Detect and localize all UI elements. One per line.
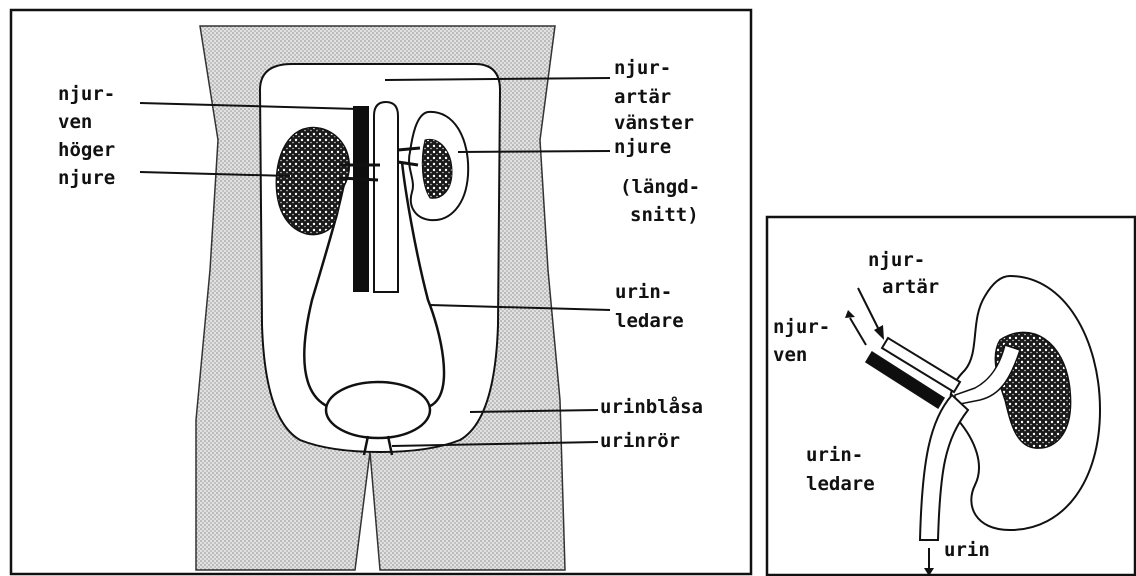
detail-label-njurartar-2: artär	[882, 276, 939, 298]
aorta	[374, 102, 398, 292]
label-langd-2: snitt)	[630, 204, 699, 226]
label-langd-1: (längd-	[620, 176, 700, 198]
label-vanster-2: njure	[614, 136, 671, 158]
label-urinror: urinrör	[600, 430, 680, 452]
leader-vanster-njure	[458, 151, 610, 152]
detail-label-njurven-1: njur-	[773, 316, 830, 338]
label-njurven-1: njur-	[58, 83, 115, 105]
vena-cava	[353, 106, 369, 292]
urinary-bladder	[326, 382, 430, 438]
label-njurven-2: ven	[58, 111, 92, 133]
detail-label-njurartar-1: njur-	[868, 249, 925, 271]
label-urinledare-1: urin-	[615, 281, 672, 303]
detail-label-njurven-2: ven	[773, 344, 807, 366]
label-urinblasa: urinblåsa	[600, 394, 703, 418]
detail-label-urinledare-1: urin-	[806, 444, 863, 466]
label-vanster-1: vänster	[614, 112, 694, 134]
label-njurartar-2: artär	[614, 86, 671, 108]
label-njurartar-1: njur-	[614, 57, 671, 79]
detail-figure: njur- artär njur- ven urin- ledare urin	[767, 217, 1135, 576]
label-hoger-2: njure	[58, 167, 115, 189]
main-figure: njur- ven höger njure njur- artär vänste…	[11, 10, 751, 574]
detail-label-urinledare-2: ledare	[806, 473, 875, 495]
label-urinledare-2: ledare	[615, 310, 684, 332]
detail-label-urin: urin	[944, 539, 990, 561]
label-hoger-1: höger	[58, 139, 115, 161]
